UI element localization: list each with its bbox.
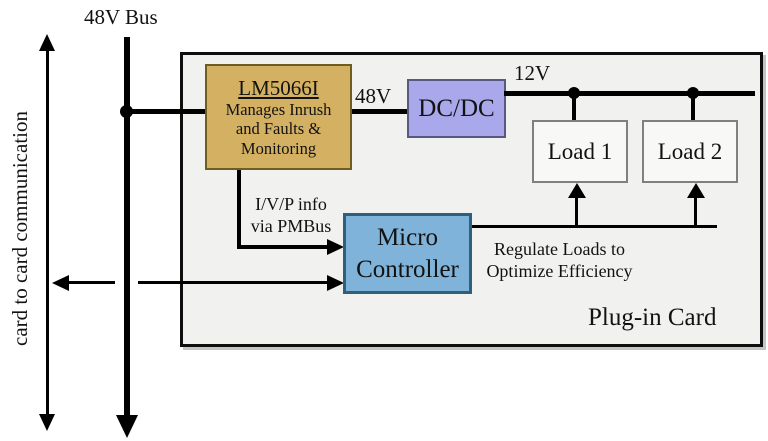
regulate-line2: Optimize Efficiency: [486, 260, 633, 281]
lm5066i-desc-line1: Manages Inrush: [225, 99, 332, 119]
dcdc-label: DC/DC: [418, 94, 495, 122]
net-48v-label: 48V: [355, 84, 392, 108]
pmbus-arrowhead-icon: [327, 239, 344, 255]
comm-right-arrowhead-icon: [327, 275, 344, 291]
bus-line: [124, 37, 130, 417]
pmbus-line-horizontal: [237, 245, 328, 249]
comm-down-arrowhead-icon: [39, 414, 55, 431]
load1-block: Load 1: [532, 120, 628, 183]
comm-line-left-segment: [66, 281, 115, 284]
micro-to-loads-line: [470, 225, 717, 228]
rail-to-load1-stub: [572, 93, 576, 121]
lm5066i-block: LM5066I Manages Inrush and Faults & Moni…: [205, 64, 352, 170]
lm5066i-title: LM5066I: [238, 75, 319, 100]
comm-left-arrowhead-icon: [52, 275, 69, 291]
pmbus-line1: I/V/P info: [255, 194, 327, 214]
lm5066i-desc-line3: Monitoring: [240, 138, 317, 158]
lm-to-dcdc-line: [350, 109, 409, 114]
load1-regulate-riser: [575, 196, 578, 228]
load2-block: Load 2: [642, 120, 738, 183]
load2-regulate-riser: [694, 196, 697, 228]
micro-label-line2: Controller: [356, 255, 459, 283]
load1-up-arrowhead-icon: [568, 183, 586, 198]
lm5066i-desc-line2: and Faults &: [235, 119, 322, 139]
comm-bus-line: [46, 49, 49, 416]
rail-to-load2-stub: [691, 93, 695, 121]
net-12v-label: 12V: [514, 61, 551, 85]
bus-to-lm-line: [127, 109, 207, 114]
rail-12v-line: [504, 91, 755, 96]
bus-label: 48V Bus: [84, 5, 158, 29]
micro-controller-block: Micro Controller: [343, 213, 472, 294]
load2-up-arrowhead-icon: [687, 183, 705, 198]
micro-label-line1: Micro: [376, 224, 439, 252]
pmbus-annotation: I/V/P info via PMBus: [246, 194, 336, 237]
plug-in-card-label: Plug-in Card: [588, 304, 717, 331]
pmbus-line-vertical: [237, 170, 241, 247]
regulate-line1: Regulate Loads to: [494, 239, 625, 259]
bus-junction-dot: [120, 105, 133, 118]
side-label: card to card communication: [8, 111, 32, 346]
regulate-annotation: Regulate Loads to Optimize Efficiency: [482, 239, 637, 282]
load2-label: Load 2: [657, 138, 723, 164]
load1-label: Load 1: [547, 138, 613, 164]
comm-up-arrowhead-icon: [39, 34, 55, 51]
dcdc-block: DC/DC: [407, 79, 506, 138]
bus-down-arrowhead-icon: [116, 415, 138, 438]
comm-line-right-segment: [138, 281, 328, 284]
pmbus-line2: via PMBus: [250, 215, 332, 236]
